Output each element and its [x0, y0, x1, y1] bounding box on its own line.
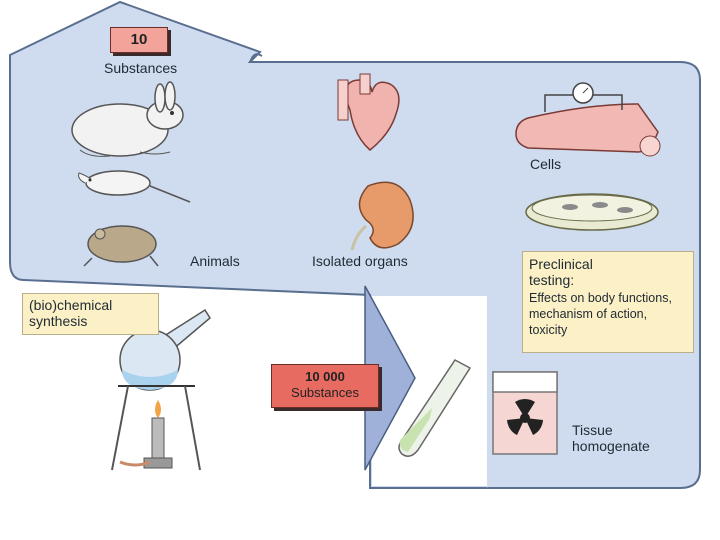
bottom-count-value: 10 000: [305, 369, 345, 384]
heart-icon: [337, 73, 400, 151]
cells-label: Cells: [530, 156, 562, 172]
petri-dish-icon: [525, 193, 659, 231]
top-count-value: 10: [130, 31, 148, 48]
synthesis-label: (bio)chemical synthesis: [29, 297, 113, 329]
bottom-count-badge: 10 000 Substances: [271, 364, 379, 408]
kidney-icon: [350, 181, 414, 251]
preclinical-title: Preclinical testing:: [529, 256, 593, 288]
toad-icon: [83, 225, 159, 267]
isolated-organs-label: Isolated organs: [312, 253, 408, 269]
flask-burner-icon: [111, 308, 211, 471]
muscle-strip-icon: [515, 82, 661, 157]
preclinical-text: Effects on body functions, mechanism of …: [529, 291, 672, 337]
test-tube-icon: [398, 359, 472, 457]
radiation-beaker-icon: [492, 371, 558, 455]
preclinical-note: Preclinical testing: Effects on body fun…: [522, 251, 694, 353]
bottom-count-label: Substances: [291, 385, 359, 400]
rabbit-icon: [71, 81, 184, 157]
synthesis-label-box: (bio)chemical synthesis: [22, 293, 159, 335]
top-count-badge: 10: [110, 27, 168, 53]
top-count-label: Substances: [104, 60, 178, 76]
rat-icon: [78, 170, 191, 203]
tissue-homogenate-label: Tissue homogenate: [572, 422, 650, 454]
animals-label: Animals: [190, 253, 240, 269]
